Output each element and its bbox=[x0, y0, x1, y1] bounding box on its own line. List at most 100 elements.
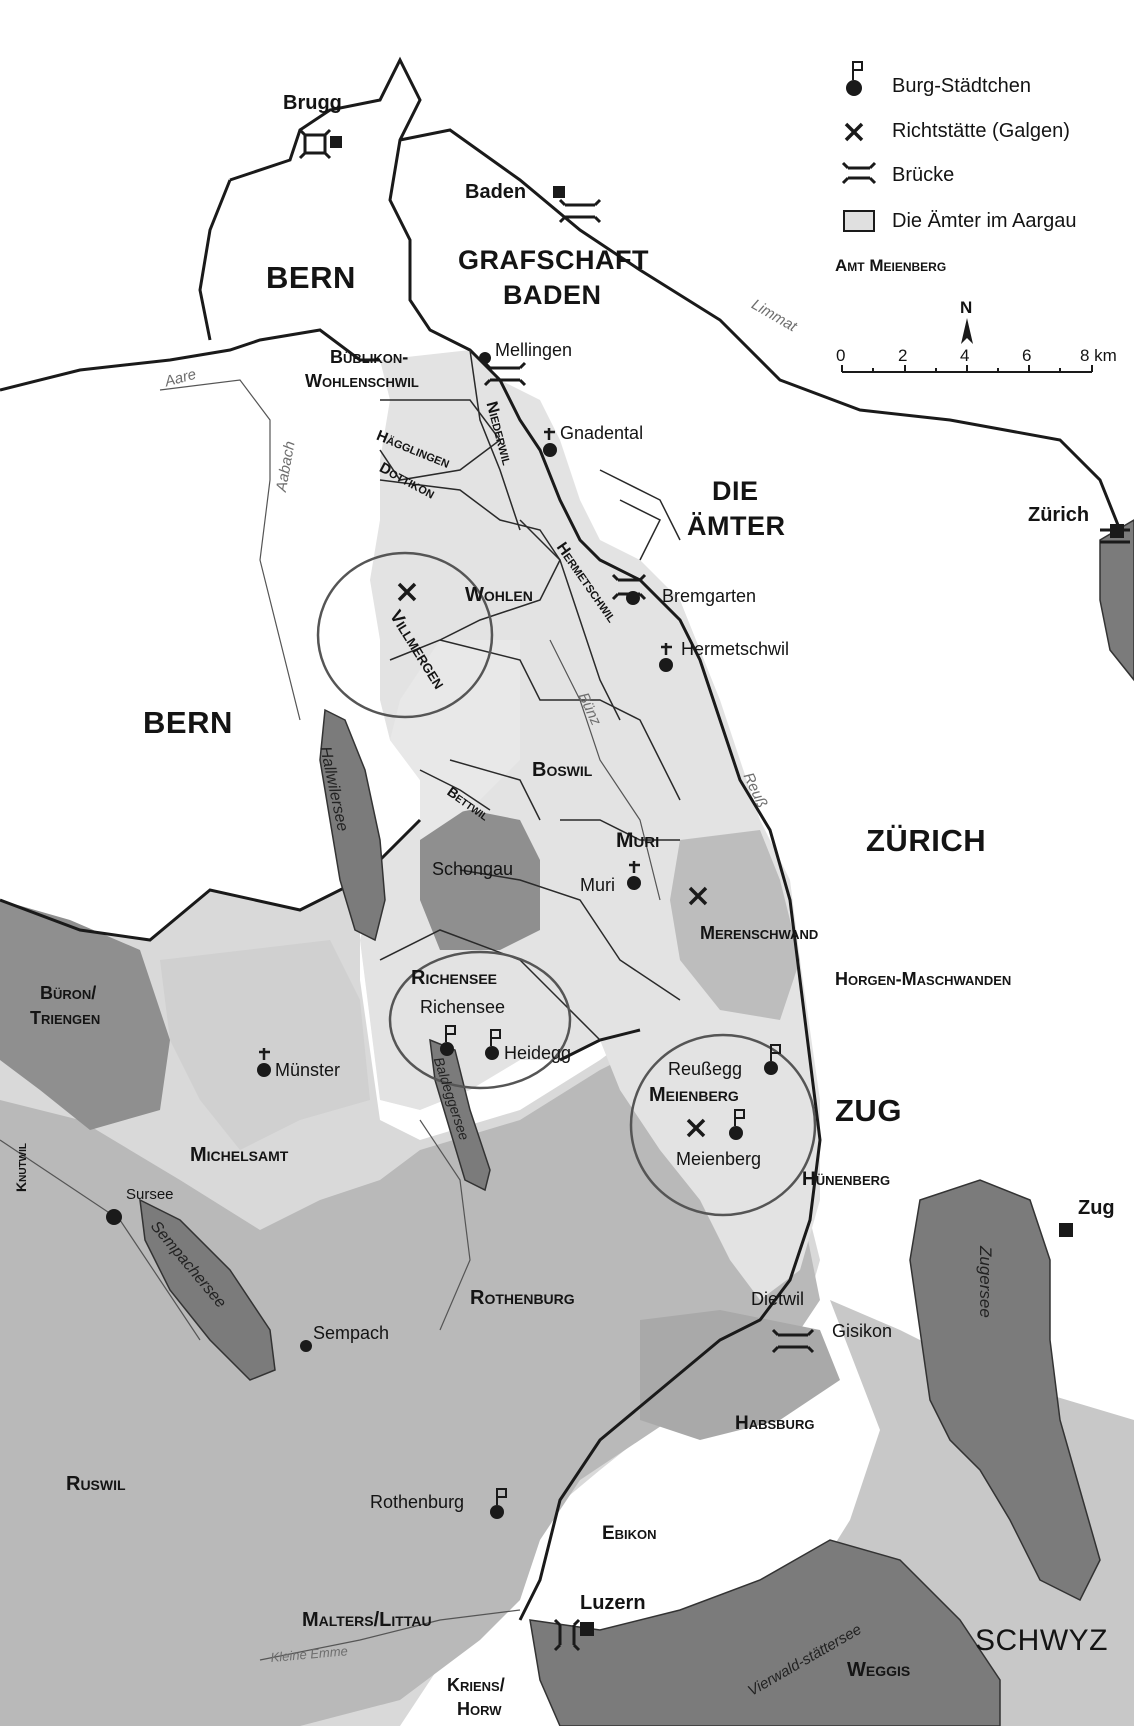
dot-heidegg bbox=[485, 1046, 499, 1060]
bridge-icon-gisikon bbox=[771, 1328, 815, 1354]
amt-ebikon: Ebikon bbox=[602, 1523, 657, 1544]
region-die: DIE bbox=[712, 476, 759, 506]
north-arrow-icon bbox=[961, 318, 973, 344]
region-bern-north: BERN bbox=[266, 260, 356, 295]
dot-sursee bbox=[106, 1209, 122, 1225]
amt-boswil: Boswil bbox=[532, 759, 593, 781]
town-luzern: Luzern bbox=[580, 1592, 646, 1614]
dot-muenster bbox=[257, 1063, 271, 1077]
dot-muri bbox=[627, 876, 641, 890]
amt-kriens-1: Kriens/ bbox=[447, 1675, 505, 1695]
rivers bbox=[0, 379, 661, 1661]
region-grafschaft: GRAFSCHAFT bbox=[458, 245, 649, 275]
circle-villmergen bbox=[316, 551, 494, 719]
amt-horgen: Horgen-Maschwanden bbox=[835, 969, 1012, 989]
town-hermetschwil: Hermetschwil bbox=[681, 639, 790, 659]
region-baden: BADEN bbox=[503, 280, 602, 310]
scale-tick-0: 0 bbox=[836, 346, 846, 365]
lakes bbox=[139, 519, 1134, 1726]
town-sempach: Sempach bbox=[313, 1323, 390, 1343]
amt-muri: Muri bbox=[616, 829, 660, 852]
amt-habsburg: Habsburg bbox=[735, 1413, 815, 1434]
town-zuerich: Zürich bbox=[1028, 504, 1090, 526]
amt-knutwil: Knutwil bbox=[13, 1143, 29, 1192]
region-aemter: ÄMTER bbox=[687, 511, 786, 541]
flag-icons bbox=[445, 61, 863, 1505]
bridge-icon-brugg bbox=[298, 128, 332, 160]
legend-aemter-label: Die Ämter im Aargau bbox=[892, 210, 1077, 232]
region-zuerich: ZÜRICH bbox=[866, 823, 987, 858]
amt-malters: Malters/Littau bbox=[302, 1609, 432, 1631]
amt-boundaries bbox=[379, 349, 681, 1041]
water-zugersee: Zugersee bbox=[976, 1246, 995, 1318]
scale-tick-6: 6 bbox=[1022, 346, 1032, 365]
scale-bar bbox=[841, 365, 1093, 373]
square-brugg bbox=[330, 136, 342, 148]
sempachersee-shape bbox=[139, 1198, 276, 1381]
town-meienberg: Meienberg bbox=[676, 1149, 762, 1169]
town-heidegg: Heidegg bbox=[504, 1043, 572, 1063]
square-luzern bbox=[580, 1622, 594, 1636]
dot-mellingen bbox=[479, 352, 491, 364]
amt-meienberg: Meienberg bbox=[649, 1084, 739, 1106]
city-markers bbox=[330, 136, 1124, 1636]
town-brugg: Brugg bbox=[283, 92, 342, 114]
amt-bueblikon-1: Büblikon- bbox=[330, 347, 409, 367]
bridge-icon-baden bbox=[558, 198, 602, 224]
town-muri: Muri bbox=[580, 875, 615, 895]
town-dots bbox=[106, 80, 862, 1519]
bridge-icon-mellingen bbox=[483, 361, 527, 387]
zugersee-shape bbox=[909, 1179, 1101, 1602]
legend-symbols bbox=[841, 161, 877, 232]
amt-richensee: Richensee bbox=[411, 967, 498, 989]
dot-hermetschwil bbox=[659, 658, 673, 672]
town-gnadental: Gnadental bbox=[560, 423, 644, 443]
amt-bueron-1: Büron/ bbox=[40, 983, 97, 1003]
legend-amt-example: Amt Meienberg bbox=[835, 256, 947, 275]
highlight-circles bbox=[316, 551, 817, 1217]
region-bern-west: BERN bbox=[143, 705, 233, 740]
legend-bridge-icon bbox=[841, 161, 877, 185]
dot-meienberg bbox=[729, 1126, 743, 1140]
legend-burg-label: Burg-Städtchen bbox=[892, 75, 1031, 97]
amt-wohlen: Wohlen bbox=[465, 584, 533, 606]
legend-galgen-label: Richtstätte (Galgen) bbox=[892, 120, 1070, 142]
amt-weggis: Weggis bbox=[847, 1659, 911, 1681]
town-gisikon: Gisikon bbox=[832, 1321, 893, 1341]
town-richensee: Richensee bbox=[420, 997, 506, 1017]
dot-richensee bbox=[440, 1042, 454, 1056]
square-zuerich bbox=[1110, 524, 1124, 538]
dot-rothenburg bbox=[490, 1505, 504, 1519]
amt-ruswil: Ruswil bbox=[66, 1473, 126, 1495]
amt-michelsamt: Michelsamt bbox=[190, 1144, 289, 1166]
town-mellingen: Mellingen bbox=[495, 340, 573, 360]
vierwaldstaettersee-shape bbox=[529, 1539, 1001, 1726]
region-schwyz: SCHWYZ bbox=[975, 1624, 1108, 1657]
monastery-crosses bbox=[259, 428, 672, 1060]
dot-sempach bbox=[300, 1340, 312, 1352]
bridge-icon-luzern bbox=[553, 1618, 581, 1652]
scale-tick-8: 8 km bbox=[1080, 346, 1117, 365]
town-baden: Baden bbox=[465, 181, 527, 203]
circle-richensee bbox=[388, 950, 572, 1090]
amt-schongau: Schongau bbox=[432, 859, 514, 879]
legend-amt-swatch bbox=[843, 210, 875, 232]
town-reussegg: Reußegg bbox=[668, 1059, 743, 1079]
town-dietwil: Dietwil bbox=[751, 1289, 805, 1309]
town-bremgarten: Bremgarten bbox=[662, 586, 757, 606]
territory-west-light bbox=[160, 940, 370, 1150]
scale-tick-4: 4 bbox=[960, 346, 970, 365]
legend-bruecke-label: Brücke bbox=[892, 164, 955, 186]
square-zug bbox=[1059, 1223, 1073, 1237]
compass-label: N bbox=[960, 298, 973, 317]
circle-meienberg bbox=[629, 1033, 817, 1217]
territory-buron-dark bbox=[0, 900, 170, 1130]
amt-merenschwand: Merenschwand bbox=[700, 923, 819, 943]
amt-kriens-2: Horw bbox=[457, 1699, 502, 1719]
square-baden bbox=[553, 186, 565, 198]
hallwilersee-shape bbox=[319, 708, 386, 942]
amt-rothenburg: Rothenburg bbox=[470, 1287, 575, 1309]
town-muenster: Münster bbox=[275, 1060, 341, 1080]
baldeggersee-shape bbox=[429, 1038, 491, 1192]
